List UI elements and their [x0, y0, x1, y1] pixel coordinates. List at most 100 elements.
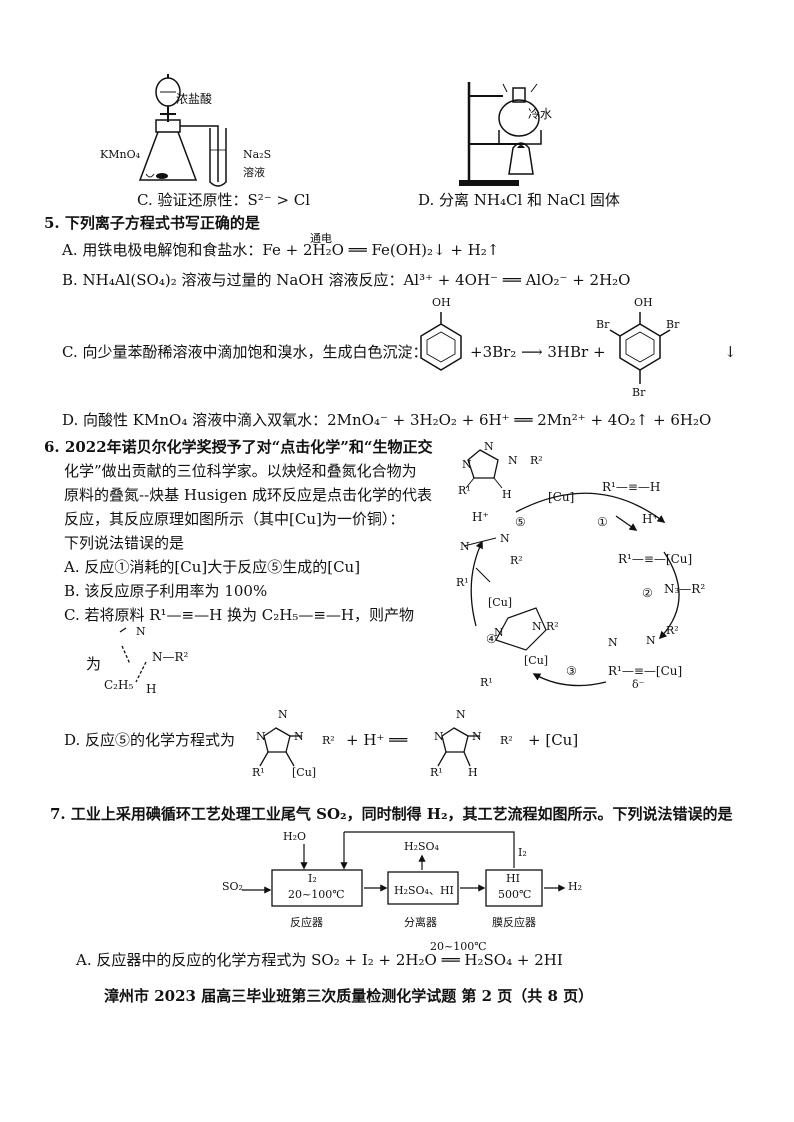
cycle-left-cu: [Cu] — [488, 596, 513, 609]
apparatus-c-drawing — [138, 74, 227, 187]
label-cold-water: 冷水 — [528, 107, 553, 121]
q6-c-h: H — [146, 682, 157, 696]
cycle-right-r2: R² — [666, 624, 679, 637]
flow-temp2: 500℃ — [498, 888, 532, 901]
cycle-ring-n2: N — [532, 620, 542, 633]
flow-mix: H₂SO₄、HI — [394, 884, 454, 897]
q5-option-c-equation: +3Br₂ ⟶ 3HBr + — [470, 343, 606, 361]
q6-d-reactant-n3: N — [294, 730, 304, 743]
q6-c-c2h5: C₂H₅ — [104, 678, 134, 692]
q6-d-product-h: H — [468, 766, 478, 779]
cycle-left-r2: R² — [510, 554, 523, 567]
q6-d-product-r2: R² — [500, 734, 513, 747]
label-kmno4: KMnO₄ — [100, 148, 140, 161]
q6-option-b: B. 该反应原子利用率为 100% — [64, 582, 268, 600]
q5-option-a-condition: 通电 — [310, 232, 332, 245]
cycle-step-4: ④ — [486, 632, 497, 646]
q6-d-reactant-n1: N — [278, 708, 288, 721]
question-7-stem: 7. 工业上采用碘循环工艺处理工业尾气 SO₂，同时制得 H₂，其工艺流程如图所… — [50, 805, 733, 823]
cycle-triazole-n3: N — [508, 454, 518, 467]
cycle-step-2: ② — [642, 586, 653, 600]
br-right: Br — [666, 318, 680, 331]
cycle-right-n1: N — [608, 636, 618, 649]
cycle-step-3: ③ — [566, 664, 577, 678]
cycle-cu: [Cu] — [548, 490, 575, 504]
br-left: Br — [596, 318, 610, 331]
q6-d-reactant-r1: R¹ — [252, 766, 265, 779]
caption-d: D. 分离 NH₄Cl 和 NaCl 固体 — [418, 191, 620, 209]
cycle-hplus-in: H⁺ — [472, 510, 489, 524]
q6-d-product-n2: N — [434, 730, 444, 743]
flow-h2o: H₂O — [283, 830, 307, 843]
cycle-r1-alkyne: R¹—≡—H — [602, 480, 661, 494]
q6-d-product-n3: N — [472, 730, 482, 743]
q6-d-reactant — [259, 727, 302, 767]
q6-catalytic-cycle — [463, 449, 680, 687]
q6-stem-line-5: 下列说法错误的是 — [64, 534, 185, 552]
cycle-azide: N₃—R² — [664, 582, 706, 596]
q6-d-plus-cu: + [Cu] — [528, 731, 579, 749]
label-solution: 溶液 — [243, 166, 265, 179]
cycle-triazole-n1: N — [484, 440, 494, 453]
q5-option-d: D. 向酸性 KMnO₄ 溶液中滴入双氧水：2MnO₄⁻ + 3H₂O₂ + 6… — [62, 411, 712, 429]
q5-option-a: A. 用铁电极电解饱和食盐水：Fe + 2H₂O ══ Fe(OH)₂↓ + H… — [62, 241, 500, 259]
q6-d-product-n1: N — [456, 708, 466, 721]
cycle-triazole-n2: N — [462, 458, 472, 471]
question-5-stem: 5. 下列离子方程式书写正确的是 — [44, 214, 260, 232]
precipitate-arrow: ↓ — [724, 343, 737, 361]
flow-membrane: 膜反应器 — [492, 916, 536, 929]
flow-reactor: 反应器 — [290, 916, 323, 929]
cycle-delta: δ⁻ — [632, 678, 645, 691]
separator-box — [387, 871, 459, 905]
q6-d-product — [437, 727, 480, 767]
q6-stem-line-1: 6. 2022年诺贝尔化学奖授予了对“点击化学”和“生物正交 — [44, 438, 433, 456]
cycle-ring-r1: R¹ — [480, 676, 493, 689]
label-na2s: Na₂S — [243, 148, 272, 161]
cycle-triazole-h: H — [502, 488, 512, 501]
cycle-hplus-out: H⁺ — [642, 512, 659, 526]
cycle-left-n2: N — [500, 532, 510, 545]
cycle-ring-cu: [Cu] — [524, 654, 549, 667]
q6-c-n-r2: N—R² — [152, 650, 189, 664]
cycle-r1-cu-alkyne: R¹—≡—[Cu] — [618, 552, 693, 566]
phenol-oh: OH — [432, 296, 451, 309]
q6-d-plus-h: + H⁺ ══ — [346, 731, 408, 749]
flow-i2: I₂ — [518, 846, 527, 859]
membrane-box — [485, 869, 543, 907]
cycle-left-r1: R¹ — [456, 576, 469, 589]
flow-temp1: 20~100℃ — [288, 888, 345, 901]
cycle-triazole-r2: R² — [530, 454, 543, 467]
q6-stem-line-2: 化学”做出贡献的三位科学家。以炔烃和叠氮化合物为 — [64, 462, 417, 480]
cycle-left-n1: N — [460, 540, 470, 553]
q6-c-wei: 为 — [86, 655, 102, 673]
cycle-right-n2: N — [646, 634, 656, 647]
q6-d-product-r1: R¹ — [430, 766, 443, 779]
cycle-step-5: ⑤ — [515, 515, 526, 529]
flow-h2so4: H₂SO₄ — [404, 840, 439, 853]
q6-option-c-product — [119, 627, 147, 683]
q6-c-n: N — [136, 625, 146, 638]
cycle-step-1: ① — [597, 515, 608, 529]
flow-h2: H₂ — [568, 880, 583, 893]
flow-so2: SO₂ — [222, 880, 243, 893]
page-footer: 漳州市 2023 届高三毕业班第三次质量检测化学试题 第 2 页（共 8 页） — [104, 987, 594, 1005]
flow-i2-box: I₂ — [308, 872, 317, 885]
q6-option-c: C. 若将原料 R¹—≡—H 换为 C₂H₅—≡—H，则产物 — [64, 606, 414, 624]
q5-option-b: B. NH₄Al(SO₄)₂ 溶液与过量的 NaOH 溶液反应：Al³⁺ + 4… — [62, 271, 631, 289]
tribromophenol-structure — [609, 312, 671, 384]
q7-flow-diagram — [242, 831, 566, 907]
phenol-structure — [420, 312, 462, 371]
q6-option-d: D. 反应⑤的化学方程式为 — [64, 731, 236, 749]
cycle-triazole-r1: R¹ — [458, 484, 471, 497]
cycle-ring-n1: N — [494, 626, 504, 639]
cycle-ring-r2: R² — [546, 620, 559, 633]
flow-hi: HI — [506, 872, 520, 885]
flow-separator: 分离器 — [404, 916, 437, 929]
caption-c: C. 验证还原性：S²⁻ > Cl — [137, 191, 311, 209]
label-conc-hcl: 浓盐酸 — [176, 92, 213, 106]
cycle-right-r1-cu: R¹—≡—[Cu] — [608, 664, 683, 678]
br-bottom: Br — [632, 386, 646, 399]
q6-stem-line-3: 原料的叠氮--炔基 Husigen 成环反应是点击化学的代表 — [64, 486, 433, 504]
q6-d-reactant-n2: N — [256, 730, 266, 743]
q7-option-a: A. 反应器中的反应的化学方程式为 SO₂ + I₂ + 2H₂O ══ H₂S… — [76, 951, 563, 969]
